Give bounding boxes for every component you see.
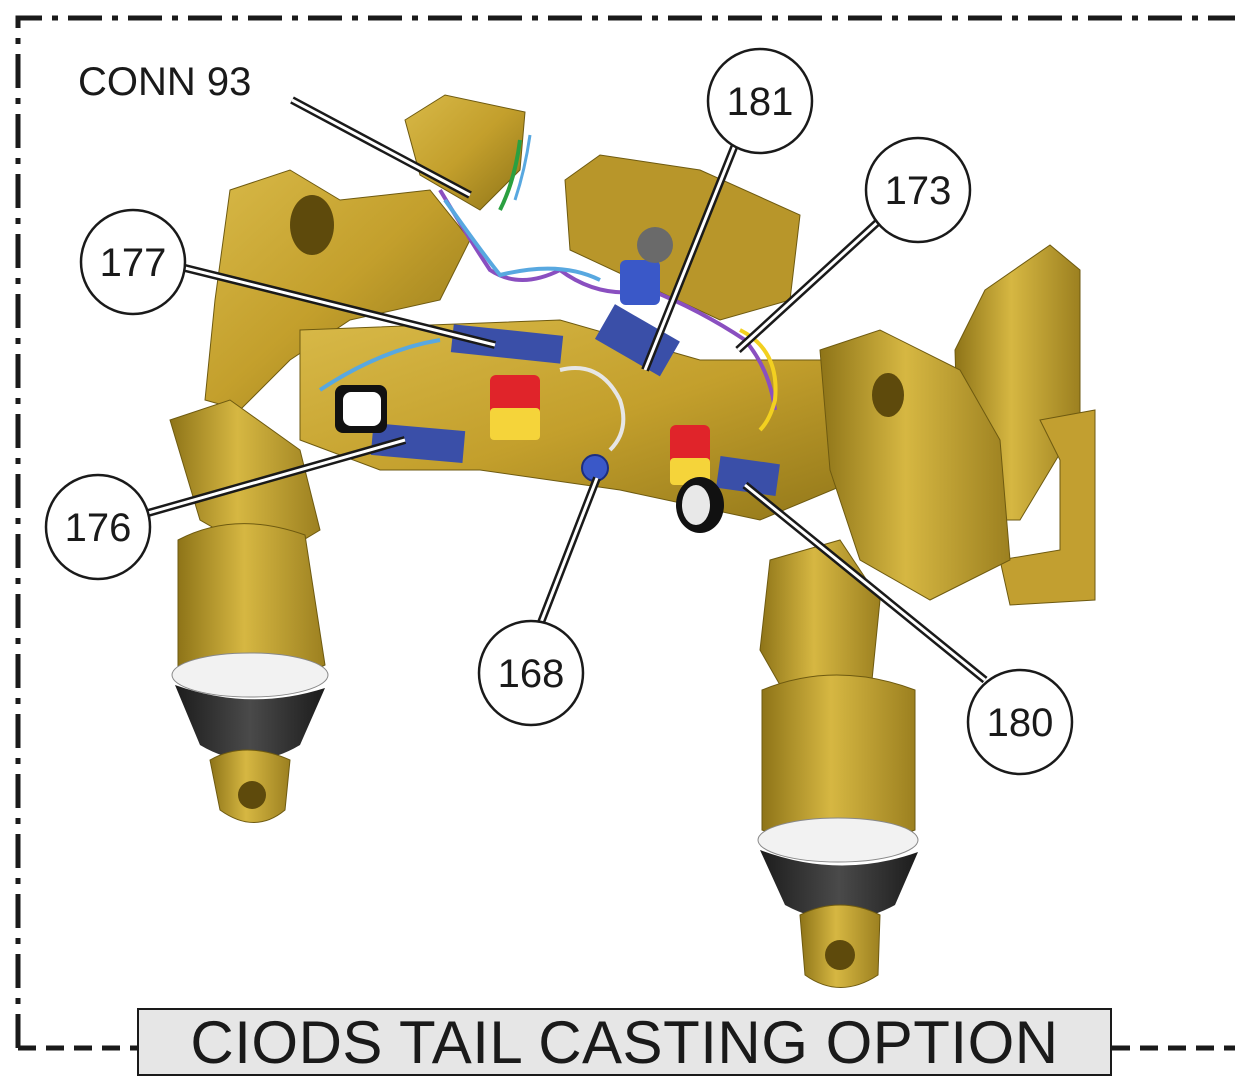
connector-label: CONN 93: [78, 60, 251, 104]
callout-168-label: 168: [498, 652, 565, 696]
callout-181: 181: [706, 47, 814, 155]
diagram-title: CIODS TAIL CASTING OPTION: [190, 1008, 1059, 1076]
callout-180-label: 180: [987, 701, 1054, 745]
callout-177-label: 177: [100, 241, 167, 285]
callout-173: 173: [864, 136, 972, 244]
callout-180: 180: [966, 668, 1074, 776]
callout-168: 168: [477, 619, 585, 727]
callouts: 181 173 177 176 168 180: [44, 47, 1074, 776]
border-dashdot: [15, 15, 1235, 1048]
diagram-title-box: CIODS TAIL CASTING OPTION: [137, 1008, 1112, 1076]
callout-173-label: 173: [885, 169, 952, 213]
callout-176: 176: [44, 473, 152, 581]
tail-casting-assembly: [169, 94, 1096, 988]
callout-176-label: 176: [65, 506, 132, 550]
callout-177: 177: [79, 208, 187, 316]
leader-lines: [146, 96, 988, 684]
callout-181-label: 181: [727, 80, 794, 124]
